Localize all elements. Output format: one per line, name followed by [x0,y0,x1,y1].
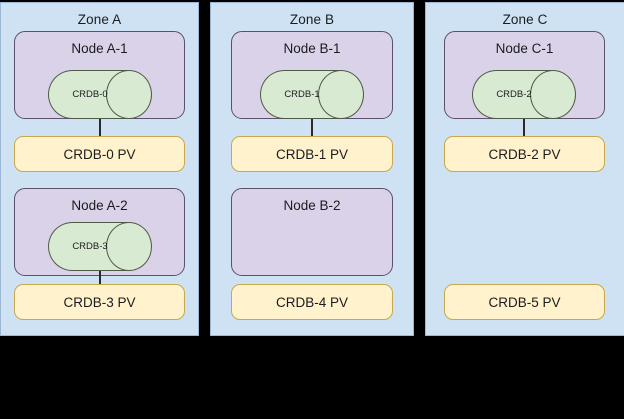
pod-label-crdb-0: CRDB-0 [72,89,108,100]
pv-box-crdb-0[interactable]: CRDB-0 PV [14,136,185,172]
connector-crdb-0-pv [99,119,101,136]
pod-cylinder-cap [318,70,364,119]
pod-cylinder-cap [530,70,576,119]
zone-b-title: Zone B [289,12,335,27]
pv-box-crdb-3[interactable]: CRDB-3 PV [14,284,185,320]
pod-cylinder-crdb-2[interactable]: CRDB-2 [472,70,576,119]
pv-box-crdb-5[interactable]: CRDB-5 PV [444,284,605,320]
node-b-1-title: Node B-1 [283,41,341,56]
node-box-b-2[interactable]: Node B-2 [231,188,393,276]
pod-cylinder-crdb-1[interactable]: CRDB-1 [260,70,364,119]
pod-cylinder-cap [106,222,152,271]
pv-box-crdb-4[interactable]: CRDB-4 PV [231,284,393,320]
pod-label-crdb-2: CRDB-2 [496,89,532,100]
pv-box-crdb-2[interactable]: CRDB-2 PV [444,136,605,172]
node-a-1-title: Node A-1 [71,41,128,56]
pod-label-crdb-3: CRDB-3 [72,241,108,252]
connector-crdb-1-pv [311,119,313,136]
zone-a-title: Zone A [77,12,122,27]
pod-cylinder-cap [106,70,152,119]
node-b-2-title: Node B-2 [283,198,341,213]
pv-box-crdb-1[interactable]: CRDB-1 PV [231,136,393,172]
zone-c-title: Zone C [502,12,548,27]
pod-cylinder-crdb-0[interactable]: CRDB-0 [48,70,152,119]
pod-label-crdb-1: CRDB-1 [284,89,320,100]
connector-crdb-2-pv [523,119,525,136]
node-c-1-title: Node C-1 [495,41,554,56]
node-a-2-title: Node A-2 [71,198,128,213]
connector-crdb-3-pv [99,271,101,284]
pod-cylinder-crdb-3[interactable]: CRDB-3 [48,222,152,271]
